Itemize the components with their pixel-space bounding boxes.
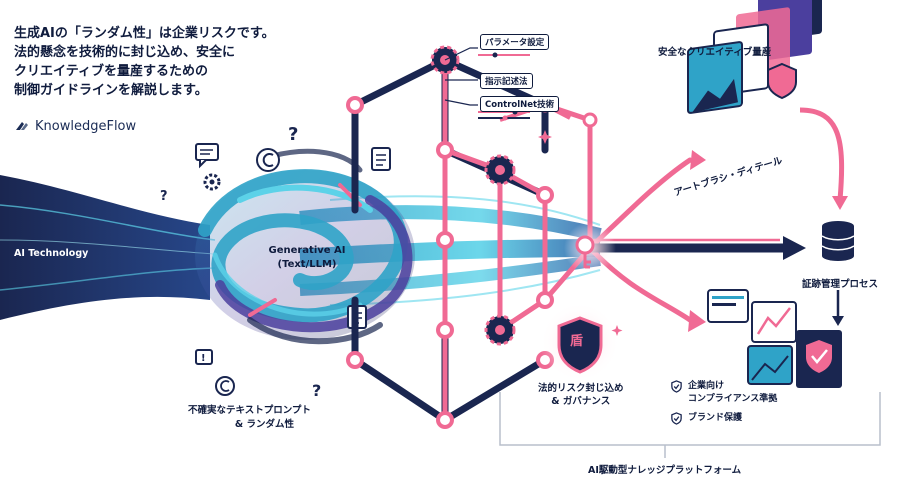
platform-bracket (499, 392, 881, 446)
question-icon: ? (312, 381, 321, 400)
svg-text:?: ? (312, 381, 321, 400)
tag-prompt-writing: 指示記述法 (480, 73, 533, 89)
evidence-process-label: 証跡管理プロセス (802, 279, 879, 290)
caption-line: 法的リスク封じ込め (538, 383, 624, 394)
svg-text:!: ! (201, 353, 206, 364)
checklist-item: ブランド保護 (670, 412, 742, 425)
shield-check-icon (806, 340, 832, 373)
shield-check-icon (671, 380, 682, 393)
chat-bubble-icon (195, 143, 219, 169)
question-icon: ? (160, 189, 168, 204)
image-card-stack (687, 0, 822, 114)
governance-caption: 法的リスク封じ込め & ガバナンス (538, 382, 624, 408)
tag-connectors (444, 47, 478, 106)
shield-icon (767, 62, 797, 100)
safe-creative-title: 安全なクリエイティブ量産 (658, 47, 772, 58)
svg-text:?: ? (160, 189, 168, 204)
arrowhead (690, 150, 706, 170)
knowledgeflow-logo-icon (16, 122, 28, 130)
generative-ai-swirl (195, 148, 415, 345)
arrowhead (832, 316, 844, 326)
tag-controlnet: ControlNet技術 (480, 96, 560, 112)
headline-line: 生成AIの「ランダム性」は企業リスクです。 (14, 26, 275, 41)
shield-glyph: 盾 (570, 334, 584, 349)
caption-line: & ランダム性 (234, 419, 295, 430)
headline-line: クリエイティブを量産するための (14, 64, 208, 79)
uncertain-prompt-caption: 不確実なテキストプロンプト & ランダム性 (188, 404, 311, 432)
gear-icon (484, 314, 516, 346)
caption-line: & ガバナンス (551, 396, 611, 407)
checklist-text: コンプライアンス準拠 (688, 394, 778, 404)
generative-ai-label: Generative AI (Text/LLM) (262, 244, 352, 272)
brand: KnowledgeFlow (14, 118, 136, 134)
copyright-icon (256, 148, 280, 172)
checklist-text: 企業向け (688, 381, 725, 391)
svg-text:?: ? (288, 124, 298, 145)
sparkle-decoration (538, 130, 623, 336)
generative-ai-line: Generative AI (268, 245, 346, 256)
brand-name: KnowledgeFlow (35, 118, 137, 134)
arrowhead (688, 310, 706, 332)
generative-ai-line: (Text/LLM) (277, 259, 337, 270)
checklist-text: ブランド保護 (688, 413, 743, 423)
chat-bubble-icon: ! (195, 349, 213, 365)
slider-icon (478, 52, 530, 121)
database-icon (821, 221, 855, 261)
document-icon (371, 147, 391, 171)
shield-icon (540, 302, 620, 382)
pink-arrow (799, 107, 845, 201)
question-icon: ? (288, 124, 298, 145)
headline: 生成AIの「ランダム性」は企業リスクです。 法的懸念を技術的に封じ込め、安全に … (14, 24, 275, 100)
input-wave-band (0, 175, 216, 320)
caption-line: 不確実なテキストプロンプト (188, 405, 311, 416)
headline-line: 法的懸念を技術的に封じ込め、安全に (14, 45, 236, 60)
arrowhead (783, 236, 806, 260)
arrowhead (832, 196, 848, 210)
tag-parameter-settings: パラメータ設定 (480, 34, 550, 50)
checklist-item: 企業向け コンプライアンス準拠 (670, 380, 777, 406)
gear-icon (203, 173, 221, 191)
dashboard-card-stack (707, 289, 842, 388)
key-icon (564, 222, 616, 274)
copyright-icon (215, 376, 235, 396)
headline-line: 制御ガイドラインを解説します。 (14, 83, 208, 98)
gear-icon (484, 154, 516, 186)
platform-label: AI駆動型ナレッジプラットフォーム (588, 465, 742, 476)
ai-technology-label: AI Technology (14, 248, 89, 259)
shield-check-icon (671, 412, 682, 425)
